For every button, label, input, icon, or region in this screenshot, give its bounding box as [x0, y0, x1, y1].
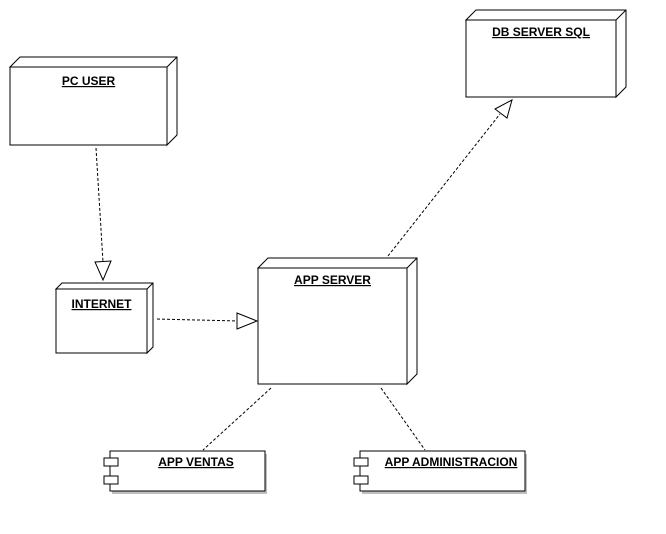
node-internet-label: INTERNET: [72, 297, 133, 311]
component-tab-icon: [353, 457, 369, 467]
dependency-app-server-db-server: [387, 99, 513, 257]
component-tab-icon: [353, 475, 369, 485]
node-internet[interactable]: INTERNET: [54, 282, 154, 355]
dependency-pc-user-internet: [94, 147, 112, 282]
arrow-head-icon: [494, 99, 513, 119]
node-db-server-label: DB SERVER SQL: [492, 25, 590, 39]
node-pc-user-label: PC USER: [62, 74, 116, 88]
node-db-server[interactable]: DB SERVER SQL: [464, 9, 627, 99]
link-app-server-app-administracion: [380, 387, 426, 451]
node-app-server-label: APP SERVER: [294, 273, 371, 287]
dependency-internet-app-server: [156, 312, 259, 330]
component-app-ventas[interactable]: APP VENTAS: [103, 450, 267, 494]
component-tab-icon: [103, 457, 119, 467]
component-tab-icon: [103, 475, 119, 485]
link-app-server-app-ventas: [202, 387, 272, 451]
component-app-administracion-label: APP ADMINISTRACION: [385, 455, 518, 469]
arrow-head-icon: [236, 312, 259, 330]
node-pc-user[interactable]: PC USER: [8, 56, 178, 147]
component-app-administracion[interactable]: APP ADMINISTRACION: [353, 450, 527, 494]
component-app-ventas-label: APP VENTAS: [158, 455, 234, 469]
node-app-server[interactable]: APP SERVER: [256, 257, 418, 386]
arrow-head-icon: [94, 260, 112, 282]
